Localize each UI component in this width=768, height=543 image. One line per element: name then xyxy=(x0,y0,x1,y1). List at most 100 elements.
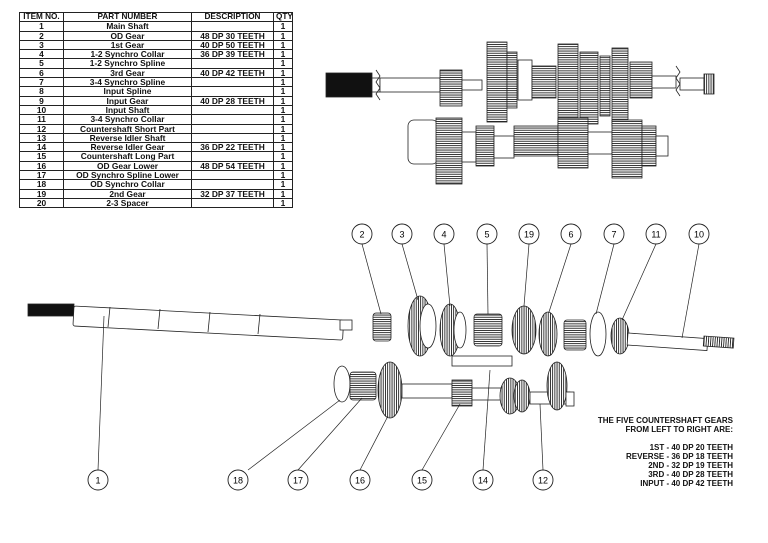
cell-qty: 1 xyxy=(273,95,293,106)
synchro-spline-34 xyxy=(563,319,587,351)
cell-description xyxy=(191,114,274,125)
cell-part-number: Countershaft Long Part xyxy=(63,151,192,162)
cell-qty: 1 xyxy=(273,86,293,97)
cell-part-number: Reverse Idler Gear xyxy=(63,142,192,153)
cell-description: 36 DP 39 TEETH xyxy=(191,49,274,60)
svg-text:6: 6 xyxy=(568,230,573,240)
svg-text:7: 7 xyxy=(611,230,616,240)
cell-qty: 1 xyxy=(273,160,293,172)
cell-part-number: 2nd Gear xyxy=(63,188,192,199)
balloon-17: 17 xyxy=(287,469,309,491)
balloon-3: 3 xyxy=(391,223,413,245)
cell-part-number: 3-4 Synchro Spline xyxy=(63,77,192,88)
header-qty: QTY. xyxy=(273,11,293,23)
svg-text:3: 3 xyxy=(399,230,404,240)
cell-qty: 1 xyxy=(273,151,293,162)
cell-description xyxy=(191,132,274,144)
cell-item-no: 18 xyxy=(19,179,64,190)
od-gear xyxy=(372,312,392,342)
cell-description xyxy=(191,170,274,181)
cell-item-no: 2 xyxy=(19,30,64,41)
input-shaft xyxy=(626,332,735,351)
assembled-view xyxy=(325,41,715,185)
cell-item-no: 13 xyxy=(19,132,64,144)
balloon-14: 14 xyxy=(472,469,494,491)
balloon-1: 1 xyxy=(87,469,109,491)
cell-part-number: OD Synchro Spline Lower xyxy=(63,170,192,181)
note-line: 2ND - 32 DP 19 TEETH xyxy=(648,461,733,470)
cell-description xyxy=(191,123,274,134)
svg-text:11: 11 xyxy=(651,230,660,240)
balloon-15: 15 xyxy=(411,469,433,491)
cell-item-no: 14 xyxy=(19,142,64,153)
cell-part-number: Countershaft Short Part xyxy=(63,123,192,134)
cell-description xyxy=(191,197,274,209)
cell-part-number: OD Gear Lower xyxy=(63,160,192,172)
cell-item-no: 3 xyxy=(19,39,64,51)
cell-part-number: 1-2 Synchro Spline xyxy=(63,58,192,69)
cell-part-number: Main Shaft xyxy=(63,21,192,32)
balloon-7: 7 xyxy=(603,223,625,245)
cell-qty: 1 xyxy=(273,142,293,153)
first-gear xyxy=(407,295,437,357)
cell-qty: 1 xyxy=(273,188,293,199)
cell-qty: 1 xyxy=(273,58,293,69)
table-header-row: ITEM NO. PART NUMBER DESCRIPTION QTY. xyxy=(19,11,293,23)
cell-description: 32 DP 37 TEETH xyxy=(191,188,274,199)
cell-part-number: Input Shaft xyxy=(63,104,192,116)
cell-part-number: Reverse Idler Shaft xyxy=(63,132,192,144)
cell-item-no: 17 xyxy=(19,170,64,181)
header-description: DESCRIPTION xyxy=(191,11,274,23)
cell-description xyxy=(191,21,274,32)
cell-item-no: 4 xyxy=(19,49,64,60)
svg-text:12: 12 xyxy=(538,476,548,486)
cell-item-no: 16 xyxy=(19,160,64,172)
balloon-10: 10 xyxy=(688,223,710,245)
balloon-5: 5 xyxy=(476,223,498,245)
cell-description xyxy=(191,104,274,116)
cell-description xyxy=(191,77,274,88)
synchro-collar-34 xyxy=(610,317,630,355)
svg-text:4: 4 xyxy=(441,230,446,240)
cell-item-no: 6 xyxy=(19,67,64,79)
note-header-line: THE FIVE COUNTERSHAFT GEARS xyxy=(597,416,733,425)
svg-text:16: 16 xyxy=(355,476,365,486)
synchro-collar-12 xyxy=(439,303,467,357)
cell-qty: 1 xyxy=(273,67,293,79)
note-line: INPUT - 40 DP 42 TEETH xyxy=(640,479,733,488)
header-item-no: ITEM NO. xyxy=(19,11,64,23)
cell-description: 40 DP 42 TEETH xyxy=(191,67,274,79)
balloon-18: 18 xyxy=(227,469,249,491)
cell-part-number: 1st Gear xyxy=(63,39,192,51)
cell-qty: 1 xyxy=(273,21,293,32)
svg-text:2: 2 xyxy=(359,230,364,240)
note-line: 3RD - 40 DP 28 TEETH xyxy=(648,470,733,479)
svg-text:10: 10 xyxy=(694,230,704,240)
cell-qty: 1 xyxy=(273,77,293,88)
synchro-spline-12 xyxy=(473,313,503,347)
cell-part-number: 1-2 Synchro Collar xyxy=(63,49,192,60)
cell-item-no: 10 xyxy=(19,104,64,116)
od-synchro-spline-lower xyxy=(349,371,377,401)
cell-qty: 1 xyxy=(273,30,293,41)
svg-text:17: 17 xyxy=(293,476,303,486)
cell-item-no: 8 xyxy=(19,86,64,97)
cell-part-number: 2-3 Spacer xyxy=(63,197,192,209)
parts-list-table: ITEM NO. PART NUMBER DESCRIPTION QTY. 1 M… xyxy=(19,11,293,209)
cell-qty: 1 xyxy=(273,132,293,144)
cell-part-number: 3rd Gear xyxy=(63,67,192,79)
od-gear-lower xyxy=(377,361,403,419)
